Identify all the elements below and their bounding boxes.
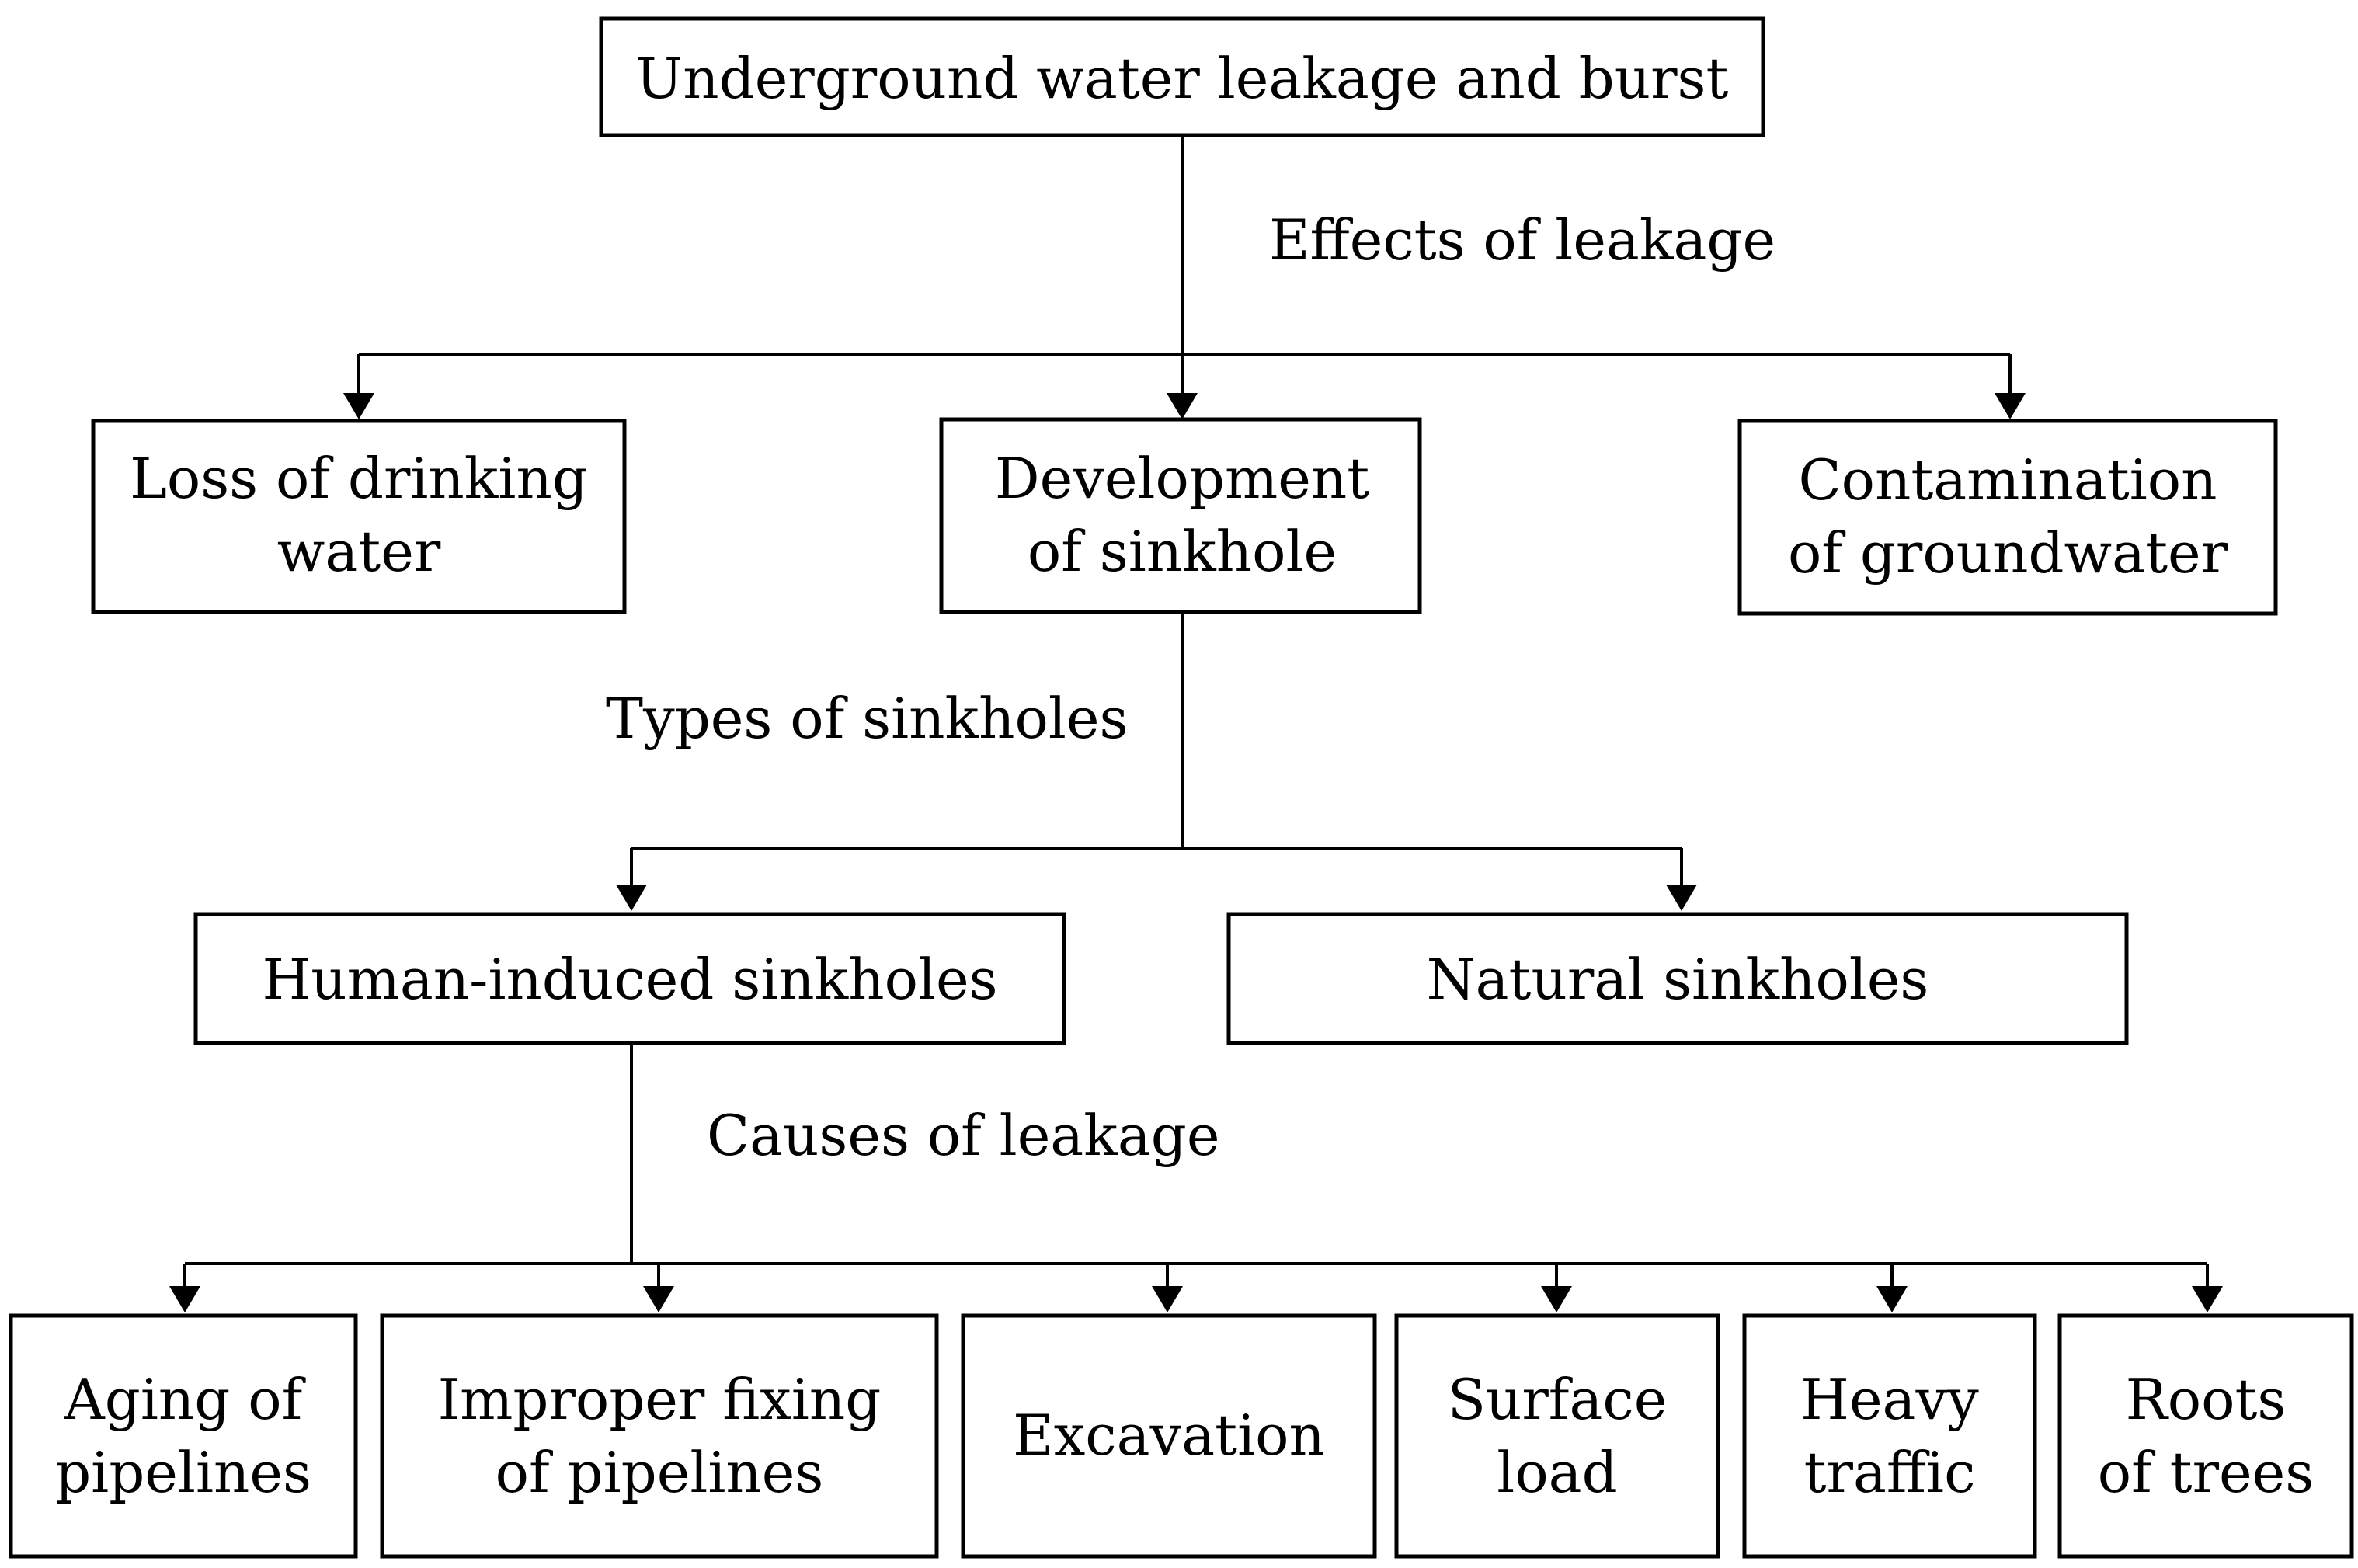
- arrow-contamination: [1995, 393, 2026, 419]
- node-aging-line1: Aging of: [64, 1367, 306, 1432]
- node-natural-label: Natural sinkholes: [1427, 947, 1929, 1012]
- node-surface-line2: load: [1497, 1440, 1617, 1505]
- node-improper-fixing-of-pipelines: Improper fixing of pipelines: [380, 1313, 939, 1559]
- node-human-induced-sinkholes: Human-induced sinkholes: [193, 912, 1066, 1045]
- node-loss-water-line1: Loss of drinking: [130, 446, 588, 511]
- arrow-natural: [1666, 885, 1697, 911]
- node-natural-sinkholes: Natural sinkholes: [1226, 912, 2129, 1045]
- node-development-of-sinkhole: Development of sinkhole: [939, 417, 1422, 614]
- node-surface-load: Surface load: [1394, 1313, 1720, 1559]
- arrow-traffic: [1876, 1286, 1908, 1312]
- node-contamination-line1: Contamination: [1799, 447, 2217, 513]
- arrow-sinkhole: [1167, 393, 1198, 419]
- label-types-of-sinkholes: Types of sinkholes: [606, 686, 1128, 751]
- node-root: Underground water leakage and burst: [599, 16, 1765, 137]
- node-roots-of-trees: Roots of trees: [2057, 1313, 2354, 1559]
- edge-labels: Effects of leakage Types of sinkholes Ca…: [606, 207, 1775, 1168]
- node-heavy-traffic: Heavy traffic: [1742, 1313, 2037, 1559]
- node-improper-line2: of pipelines: [496, 1440, 824, 1505]
- node-surface-line1: Surface: [1448, 1367, 1668, 1432]
- node-traffic-line1: Heavy: [1800, 1367, 1979, 1432]
- arrow-surface: [1541, 1286, 1572, 1312]
- node-loss-water-line2: water: [277, 519, 441, 584]
- arrow-loss-water: [343, 393, 374, 419]
- node-contamination-line2: of groundwater: [1788, 520, 2228, 586]
- arrow-aging: [169, 1286, 200, 1312]
- node-traffic-line2: traffic: [1804, 1440, 1976, 1505]
- node-improper-line1: Improper fixing: [438, 1367, 882, 1432]
- node-roots-line2: of trees: [2098, 1440, 2314, 1505]
- node-human-label: Human-induced sinkholes: [262, 947, 997, 1012]
- node-aging-line2: pipelines: [55, 1440, 311, 1505]
- arrow-excavation: [1152, 1286, 1183, 1312]
- arrow-human: [616, 885, 647, 911]
- node-loss-of-drinking-water: Loss of drinking water: [91, 419, 627, 614]
- label-effects-of-leakage: Effects of leakage: [1269, 207, 1775, 273]
- label-causes-of-leakage: Causes of leakage: [707, 1103, 1219, 1168]
- node-aging-of-pipelines: Aging of pipelines: [9, 1313, 358, 1559]
- node-sinkhole-line1: Development: [995, 446, 1369, 511]
- node-contamination-of-groundwater: Contamination of groundwater: [1737, 419, 2278, 616]
- arrow-improper: [643, 1286, 674, 1312]
- node-excavation: Excavation: [961, 1313, 1377, 1559]
- arrow-roots: [2192, 1286, 2223, 1312]
- node-sinkhole-line2: of sinkhole: [1028, 519, 1337, 584]
- node-root-label: Underground water leakage and burst: [636, 46, 1729, 111]
- node-excavation-label: Excavation: [1013, 1403, 1325, 1468]
- connectors: [169, 136, 2223, 1312]
- node-roots-line1: Roots: [2126, 1367, 2287, 1432]
